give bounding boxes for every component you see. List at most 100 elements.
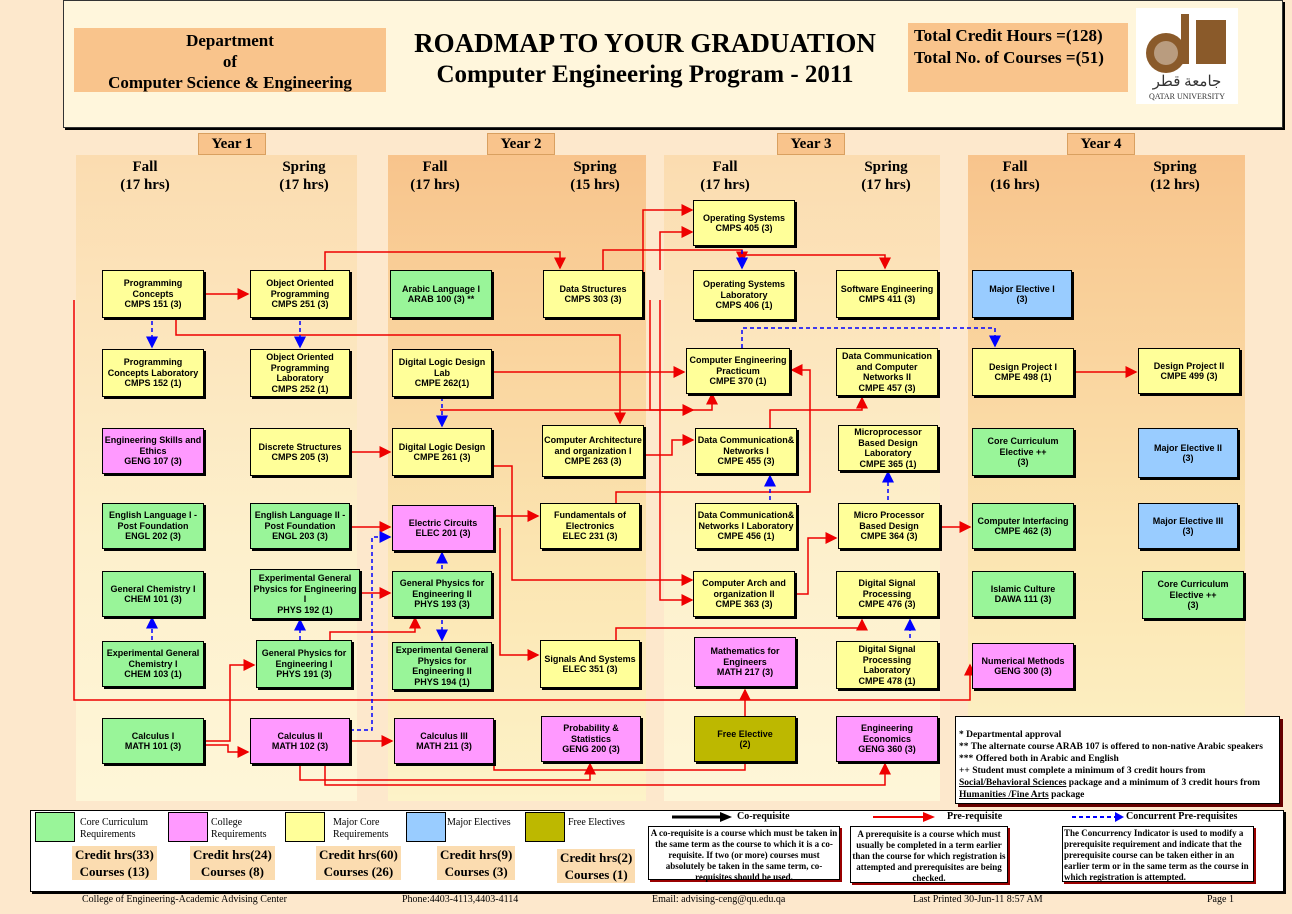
course-core-elective-2[interactable]: Core Curriculum Elective ++(3) <box>1142 571 1244 619</box>
course-name: Computer Engineering Practicum <box>689 355 787 376</box>
course-code: CMPE 364 (3) <box>860 531 918 542</box>
course-cmpe456[interactable]: Data Communication& Networks I Laborator… <box>695 503 797 549</box>
course-name: Major Elective II <box>1153 442 1223 453</box>
course-name: Microprocessor Based Design Laboratory <box>854 427 922 458</box>
course-code: ARAB 100 (3) ** <box>407 294 475 304</box>
concurrency-definition: The Concurrency Indicator is used to mod… <box>1062 826 1254 882</box>
course-code: CMPE 498 (1) <box>994 372 1052 382</box>
course-phys192[interactable]: Experimental General Physics for Enginee… <box>250 569 360 619</box>
course-name: Micro Processor Based Design <box>853 510 925 531</box>
legend-credits-major-core: Credit hrs(60)Courses (26) <box>316 846 401 880</box>
year3-tab: Year 3 <box>777 133 845 155</box>
note-link: Social/Behavioral Sciences <box>959 778 1067 788</box>
course-name: Design Project II <box>1153 360 1225 371</box>
course-phys194[interactable]: Experimental General Physics for Enginee… <box>392 642 492 690</box>
prerequisite-definition: A prerequisite is a course which must us… <box>850 826 1008 883</box>
course-name: Fundamentals of Electronics <box>553 510 626 531</box>
course-major-elective-1[interactable]: Major Elective I(3) <box>972 270 1072 318</box>
legend-label: Core Curriculum Requirements <box>80 817 149 840</box>
course-cmpe457[interactable]: Data Communication and Computer Networks… <box>836 348 938 396</box>
y2-fall-label: Fall (17 hrs) <box>410 159 460 193</box>
legend-swatch-college <box>168 812 208 842</box>
course-code: (2) <box>739 739 751 749</box>
legend-label: Major Core Requirements <box>333 817 389 840</box>
note: package <box>1051 790 1085 800</box>
year4-tab: Year 4 <box>1067 133 1135 155</box>
legend-swatch-core <box>35 812 75 842</box>
total-courses: Total No. of Courses =(51) <box>914 48 1104 67</box>
course-name: Core Curriculum Elective ++ <box>987 436 1059 457</box>
course-code: ELEC 351 (3) <box>562 664 618 674</box>
course-name: General Chemistry I <box>110 583 196 594</box>
course-code: GENG 360 (3) <box>858 744 916 755</box>
course-cmpe263[interactable]: Computer Architecture and organization I… <box>542 425 644 477</box>
note: ** The alternate course ARAB 107 is offe… <box>959 742 1263 752</box>
course-name: Programming Concepts Laboratory <box>107 357 199 378</box>
year3-column <box>664 155 940 801</box>
course-code: PHYS 191 (3) <box>276 669 332 680</box>
course-name: Computer Arch and organization II <box>702 578 786 599</box>
course-name: Islamic Culture <box>990 583 1056 594</box>
note: *** Offered both in Arabic and English <box>959 754 1119 764</box>
course-name: Free Elective <box>717 728 773 739</box>
course-code: CHEM 101 (3) <box>124 594 182 604</box>
course-major-elective-2[interactable]: Major Elective II(3) <box>1138 428 1238 478</box>
course-name: Data Communication& Networks I <box>697 435 795 456</box>
course-free-elective[interactable]: Free Elective(2) <box>694 716 796 762</box>
course-count: Courses (13) <box>79 864 150 879</box>
course-major-elective-3[interactable]: Major Elective III(3) <box>1138 503 1238 549</box>
footnotes: * Departmental approval ** The alternate… <box>955 716 1280 804</box>
legend-swatch-major-electives <box>406 812 446 842</box>
course-name: Design Project I <box>988 361 1058 372</box>
title: ROADMAP TO YOUR GRADUATION <box>414 28 876 58</box>
course-code: CMPE 476 (3) <box>858 599 916 610</box>
course-name: Calculus I <box>131 730 175 741</box>
course-code: MATH 102 (3) <box>271 741 329 751</box>
course-name: Digital Logic Design Lab <box>398 357 486 378</box>
course-name: Computer Architecture and organization I <box>544 435 642 456</box>
y3-fall-label: Fall (17 hrs) <box>700 159 750 193</box>
course-core-elective-1[interactable]: Core Curriculum Elective ++(3) <box>972 428 1074 476</box>
